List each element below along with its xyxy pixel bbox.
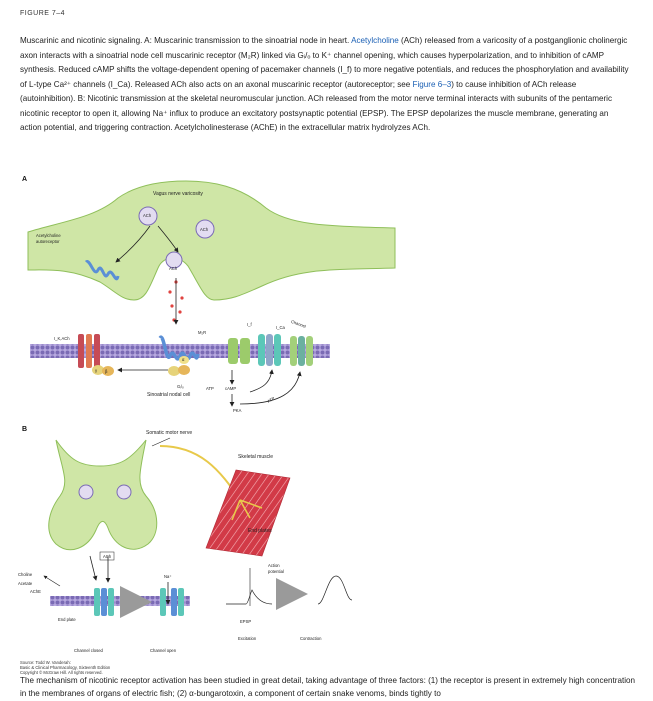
body-paragraph: The mechanism of nicotinic receptor acti… [20,676,636,698]
adenylyl-cyclase [228,338,250,364]
panel-a-letter: A [22,176,28,183]
k-ach-channel: I_K,ACh [54,334,100,368]
end-plate-label: End plate [58,617,76,622]
channel-open-label: Channel open [150,648,177,653]
ica-label: I_Ca [276,325,286,330]
m2r-label: M₂R [198,330,206,335]
l-type-calcium-channel: I_Ca Channel [276,319,313,366]
sinoatrial-membrane [30,344,330,358]
nerve-branches [231,499,263,521]
autoinhibition-arrow [115,225,151,263]
pacemaker-channel: I_f [247,322,281,366]
action-label-1: Action [268,563,280,568]
motor-nerve-terminal [48,439,158,551]
released-ach-dots [168,280,184,322]
vagus-nerve-label: Vagus nerve varicosity [153,191,203,197]
nicotinic-receptor-closed [94,588,114,616]
sinoatrial-label: Sinoatrial nodal cell [147,392,190,398]
pka-phosphorylation-arrow [239,371,302,405]
g-gamma-label: γ [95,368,98,373]
ach-vesicle: ACh [138,206,158,226]
panel-b: Somatic motor nerve Skeletal muscle End … [18,430,353,653]
acetylcholine-link[interactable]: Acetylcholine [351,36,399,45]
excitation-label: Excitation [238,636,257,641]
nicotinic-receptor-open [160,588,184,616]
ach-vesicle-2: ACh [195,219,215,239]
figure-label: FIGURE 7–4 [20,10,66,17]
panel-b-letter: B [22,426,28,433]
source-line-2: Basic & Clinical Pharmacology, Sixteenth… [20,665,111,671]
channel-label: Channel [290,319,306,329]
caption-text-3: ) to cause inhibition of ACh release (au… [20,79,613,133]
panel-a: Vagus nerve varicosity ACh ACh ACh Acety… [27,180,396,413]
figure-6-3-link[interactable]: Figure 6–3 [412,79,452,89]
contraction-trace [317,575,353,605]
vesicle-ach-label: ACh [143,213,152,218]
figure-caption: Muscarinic and nicotinic signaling. A: M… [20,34,632,136]
g-alpha-label: α [182,357,185,362]
ach-vesicle-fusing: ACh [165,251,183,271]
ache-label: AChE [30,589,41,594]
b-ach-label: ACh [103,554,112,559]
choline-label: Choline [18,572,33,577]
vesicle-b1 [78,484,94,500]
g-beta-label: β [105,369,108,374]
na-label: Na⁺ [164,574,172,579]
caption-text-1: Muscarinic and nicotinic signaling. A: M… [20,36,352,45]
ikach-label: I_K,ACh [54,336,70,341]
vesicle-ach-label-2: ACh [200,227,209,232]
g-protein: γ β α Gᵢ/ₒ [92,356,190,389]
vesicle-b2 [116,484,132,500]
choline-arrow [43,575,61,587]
ach-release-arrow [89,555,98,581]
contraction-label: Contraction [300,636,322,641]
source-credit: Source: Todd W. Vanderah: Basic & Clinic… [20,660,110,676]
skeletal-muscle-label: Skeletal muscle [238,454,273,460]
release-arrow [157,225,179,253]
epsp-label: EPSP [240,619,251,624]
if-label: I_f [247,322,252,327]
end-plates-label: End plates [248,528,272,534]
autoreceptor [84,260,120,281]
atp-label-2: ATP [266,396,275,404]
source-line-1: Source: Todd W. Vanderah: [20,660,71,665]
vagus-nerve-varicosity [27,180,396,301]
somatic-nerve-label: Somatic motor nerve [146,430,192,436]
fusing-ach-label: ACh [169,266,178,271]
pka-label: PKA [233,408,242,413]
channel-closed-label: Channel closed [74,648,104,653]
atp-label: ATP [206,386,214,391]
figure-7-4-illustration: Vagus nerve varicosity ACh ACh ACh Acety… [18,180,396,653]
action-label-2: potential [268,569,284,574]
somatic-pointer [151,437,171,447]
gi-label: Gᵢ/ₒ [177,384,184,389]
autoreceptor-label-line1: Acetylcholine [36,233,61,238]
camp-label: cAMP [225,386,236,391]
ach-box [99,551,115,561]
m2-muscarinic-receptor: M₂R [158,330,206,361]
end-plate-membrane [50,596,190,606]
acetate-label: Acetate [18,581,33,586]
camp-to-channel-arrow [249,369,274,393]
autoreceptor-label-line2: autoreceptor [36,239,60,244]
epsp-trace [226,589,273,605]
source-line-3: Copyright © McGraw Hill. All rights rese… [20,670,103,676]
caption-text-2: (ACh) released from a varicosity of a po… [20,36,629,89]
